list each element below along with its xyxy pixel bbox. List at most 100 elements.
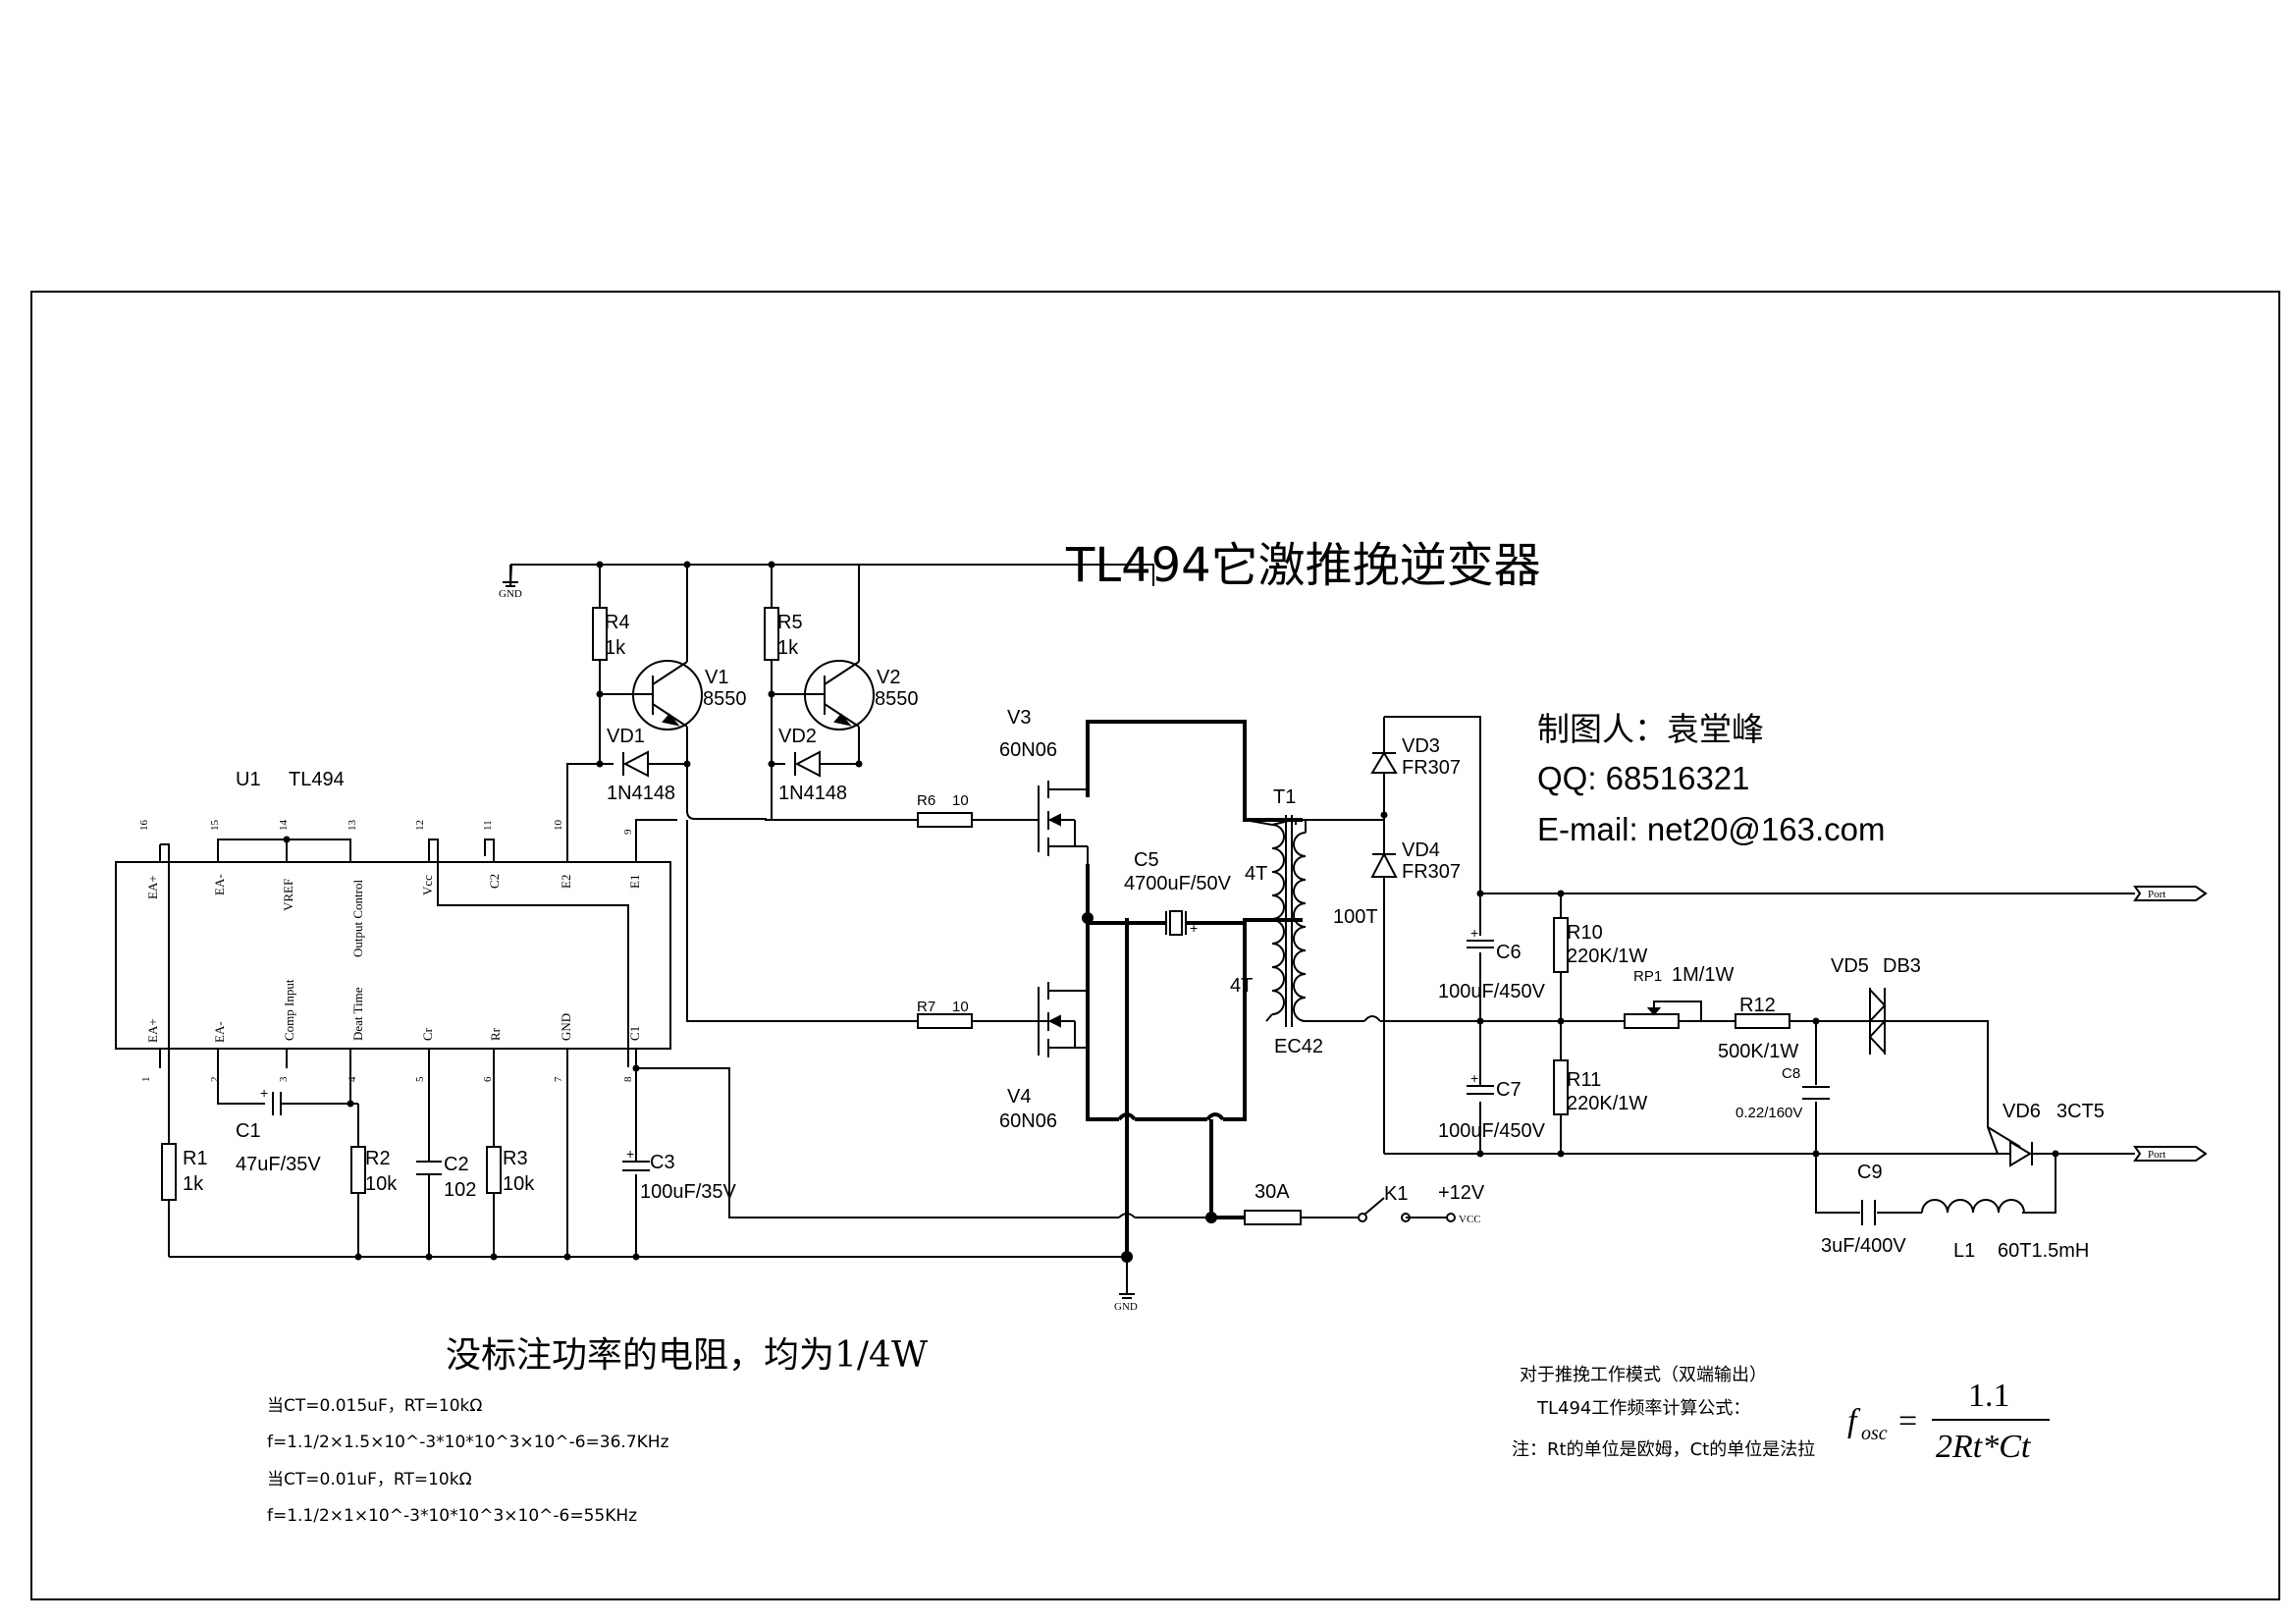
v2-ref: V2 [877, 667, 900, 688]
port-bottom-label: Port [2148, 1149, 2165, 1161]
port-top-label: Port [2148, 889, 2165, 900]
c3-ref: C3 [650, 1152, 675, 1173]
pin-5-num: 5 [414, 1076, 426, 1082]
svg-text:+: + [1470, 1070, 1478, 1086]
vd1-value: 1N4148 [607, 783, 675, 804]
r5-body [764, 607, 779, 661]
power-note: 没标注功率的电阻，均为1/4W [446, 1335, 928, 1376]
r7-body [917, 1013, 973, 1029]
port-bottom-shape [2133, 1146, 2208, 1162]
plus12v-label: +12V [1438, 1182, 1485, 1204]
r6-body [917, 812, 973, 828]
pin-12-num: 12 [414, 820, 426, 831]
v1-ref: V1 [705, 667, 728, 688]
v1-value: 8550 [703, 688, 747, 710]
rp1-ref: RP1 [1633, 968, 1662, 985]
pin-9-num: 9 [622, 829, 634, 835]
c2-ref: C2 [444, 1154, 469, 1175]
pin-11-num: 11 [482, 820, 494, 831]
pin-16-name: EA+ [145, 875, 160, 899]
calc-line-2: f=1.1/2×1.5×10^-3*10*10^3×10^-6=36.7KHz [267, 1433, 669, 1452]
author-name: 制图人：袁堂峰 [1537, 711, 1764, 747]
v4-ref: V4 [1007, 1086, 1031, 1108]
formula-note-1: 对于推挽工作模式（双端输出） [1520, 1365, 1767, 1385]
ic-part: TL494 [289, 769, 345, 790]
transformer-t1 [1244, 815, 1307, 1027]
r7-value: 10 [952, 999, 969, 1015]
c2-value: 102 [444, 1179, 476, 1201]
t1-primary-bottom: 4T [1230, 975, 1253, 997]
r12-value: 500K/1W [1718, 1041, 1798, 1062]
pin-13-name: Output Control [350, 880, 365, 957]
ic-ref: U1 [236, 769, 261, 790]
t1-ref: T1 [1273, 786, 1296, 808]
r4-ref: R4 [605, 612, 630, 633]
t1-core: EC42 [1274, 1036, 1323, 1057]
c9-ref: C9 [1857, 1162, 1883, 1183]
c3-value: 100uF/35V [640, 1181, 737, 1203]
calc-line-3: 当CT=0.01uF，RT=10kΩ [267, 1470, 472, 1489]
pin-16-num: 16 [138, 820, 150, 832]
pin-8-num: 8 [622, 1076, 634, 1082]
t1-secondary: 100T [1333, 906, 1378, 928]
component-labels: R4 1k R5 1k V1 8550 V2 8550 VD1 1N4148 V… [183, 612, 2105, 1262]
c8-ref: C8 [1782, 1065, 1800, 1082]
c7-ref: C7 [1496, 1079, 1522, 1101]
fuse-value: 30A [1255, 1181, 1290, 1203]
pin-6-num: 6 [482, 1076, 494, 1082]
pin-2-name: EA- [212, 1021, 227, 1043]
vd4-value: FR307 [1402, 861, 1461, 883]
r3-body [486, 1146, 502, 1194]
formula-lhs-sub: osc [1861, 1423, 1888, 1444]
v4-value: 60N06 [999, 1110, 1057, 1132]
author-qq: QQ: 68516321 [1537, 760, 1750, 796]
frequency-formula: f osc = 1.1 2Rt*Ct [1847, 1378, 2050, 1465]
vd3-ref: VD3 [1402, 735, 1440, 757]
pin-2-num: 2 [209, 1077, 221, 1083]
r5-ref: R5 [777, 612, 803, 633]
calc-line-1: 当CT=0.015uF，RT=10kΩ [267, 1396, 482, 1416]
c6-ref: C6 [1496, 942, 1522, 963]
r10-value: 220K/1W [1567, 946, 1647, 967]
pin-15-num: 15 [209, 820, 221, 832]
pin-7-num: 7 [553, 1076, 564, 1082]
pin-9-name: E1 [627, 875, 642, 889]
pin-4-num: 4 [347, 1076, 358, 1082]
pin-14-name: VREF [281, 879, 295, 911]
formula-denominator: 2Rt*Ct [1936, 1429, 2032, 1465]
vd6-ref: VD6 [2002, 1101, 2041, 1122]
pin-1-num: 1 [140, 1077, 152, 1083]
fuse-body [1244, 1210, 1302, 1225]
vd2-ref: VD2 [778, 726, 817, 747]
vd4-ref: VD4 [1402, 839, 1440, 861]
vd1-ref: VD1 [607, 726, 645, 747]
formula-numerator: 1.1 [1968, 1378, 2010, 1414]
formula-equals: = [1898, 1403, 1917, 1439]
r3-value: 10k [503, 1173, 535, 1195]
pin-11-name: C2 [487, 874, 502, 889]
vcc-label: VCC [1459, 1214, 1481, 1225]
diodes [622, 750, 2052, 1167]
gnd-top-symbol [503, 565, 518, 587]
r3-ref: R3 [503, 1148, 528, 1169]
r2-body [350, 1146, 366, 1194]
r1-body [161, 1143, 177, 1201]
gnd-top-label: GND [499, 588, 522, 600]
vd6-value: 3CT5 [2056, 1101, 2105, 1122]
r5-value: 1k [777, 637, 799, 659]
bjt-v1 [632, 660, 703, 731]
v3-value: 60N06 [999, 739, 1057, 761]
vd5-value: DB3 [1883, 955, 1921, 977]
r10-ref: R10 [1567, 922, 1603, 944]
v2-value: 8550 [875, 688, 919, 710]
r6-value: 10 [952, 792, 969, 809]
c8-value: 0.22/160V [1735, 1105, 1802, 1121]
formula-note-3: 注：Rt的单位是欧姆，Ct的单位是法拉 [1512, 1439, 1815, 1460]
k1-ref: K1 [1384, 1183, 1408, 1205]
port-top-shape [2133, 886, 2208, 901]
capacitors [272, 910, 1876, 1225]
c5-ref: C5 [1134, 849, 1159, 871]
rp1-body [1624, 1013, 1680, 1029]
r1-value: 1k [183, 1173, 204, 1195]
